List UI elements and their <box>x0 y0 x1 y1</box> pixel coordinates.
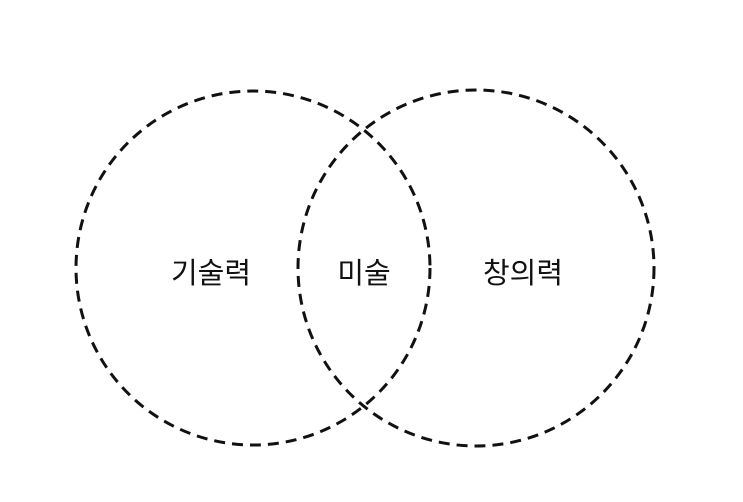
left-circle <box>74 89 432 447</box>
right-circle <box>296 88 656 448</box>
intersection-label: 미술 <box>337 256 391 290</box>
right-set-label: 창의력 <box>482 256 564 290</box>
left-set-label: 기술력 <box>170 256 252 290</box>
